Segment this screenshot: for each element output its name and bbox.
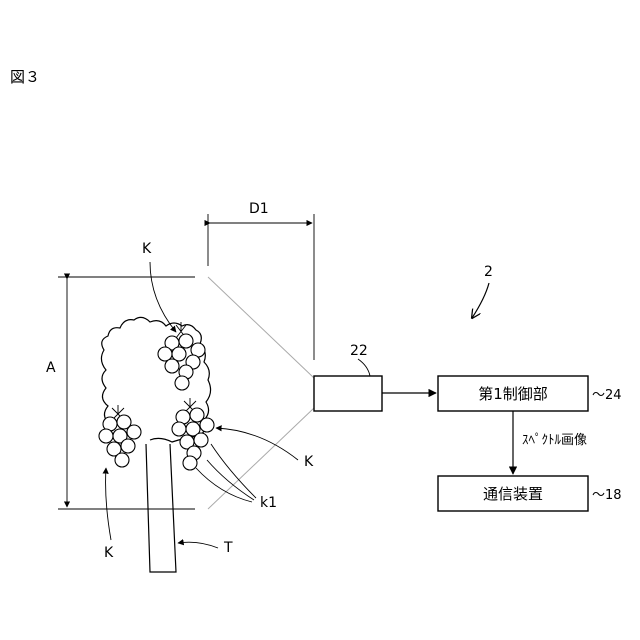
grape-cluster-top-label: K [142,241,152,257]
tree-trunk [146,444,176,572]
fov-line-upper [208,277,314,378]
grape-cluster-right-leader [216,428,298,460]
trunk-leader [178,542,218,548]
camera-ref-leader [358,359,370,376]
trunk-label: T [223,540,233,556]
system-ref-arrow [472,283,489,318]
comm-label: 通信装置 [483,485,543,503]
grape-cluster-left [99,405,141,467]
controller-label: 第1制御部 [478,385,548,403]
camera-block [314,376,382,411]
grape-berry-label: k1 [260,495,277,511]
camera-ref-label: 22 [350,343,368,359]
controller-ref-label: ～24 [592,388,622,403]
grape-cluster-left-label: K [104,545,114,561]
grape-cluster-right-label: K [304,454,314,470]
system-ref-label: 2 [484,264,493,280]
fov-line-lower [208,408,314,509]
a-label: A [46,360,56,376]
d1-label: D1 [249,201,269,217]
figure-title: 図３ [10,68,40,86]
grape-cluster-top-leader [150,262,176,332]
grape-cluster-left-leader [106,468,111,540]
spectral-image-label: ｽﾍﾟｸﾄﾙ画像 [522,433,587,448]
grape-cluster-right [172,398,214,470]
comm-ref-label: ～18 [592,488,622,503]
grape-cluster-top [158,322,205,390]
